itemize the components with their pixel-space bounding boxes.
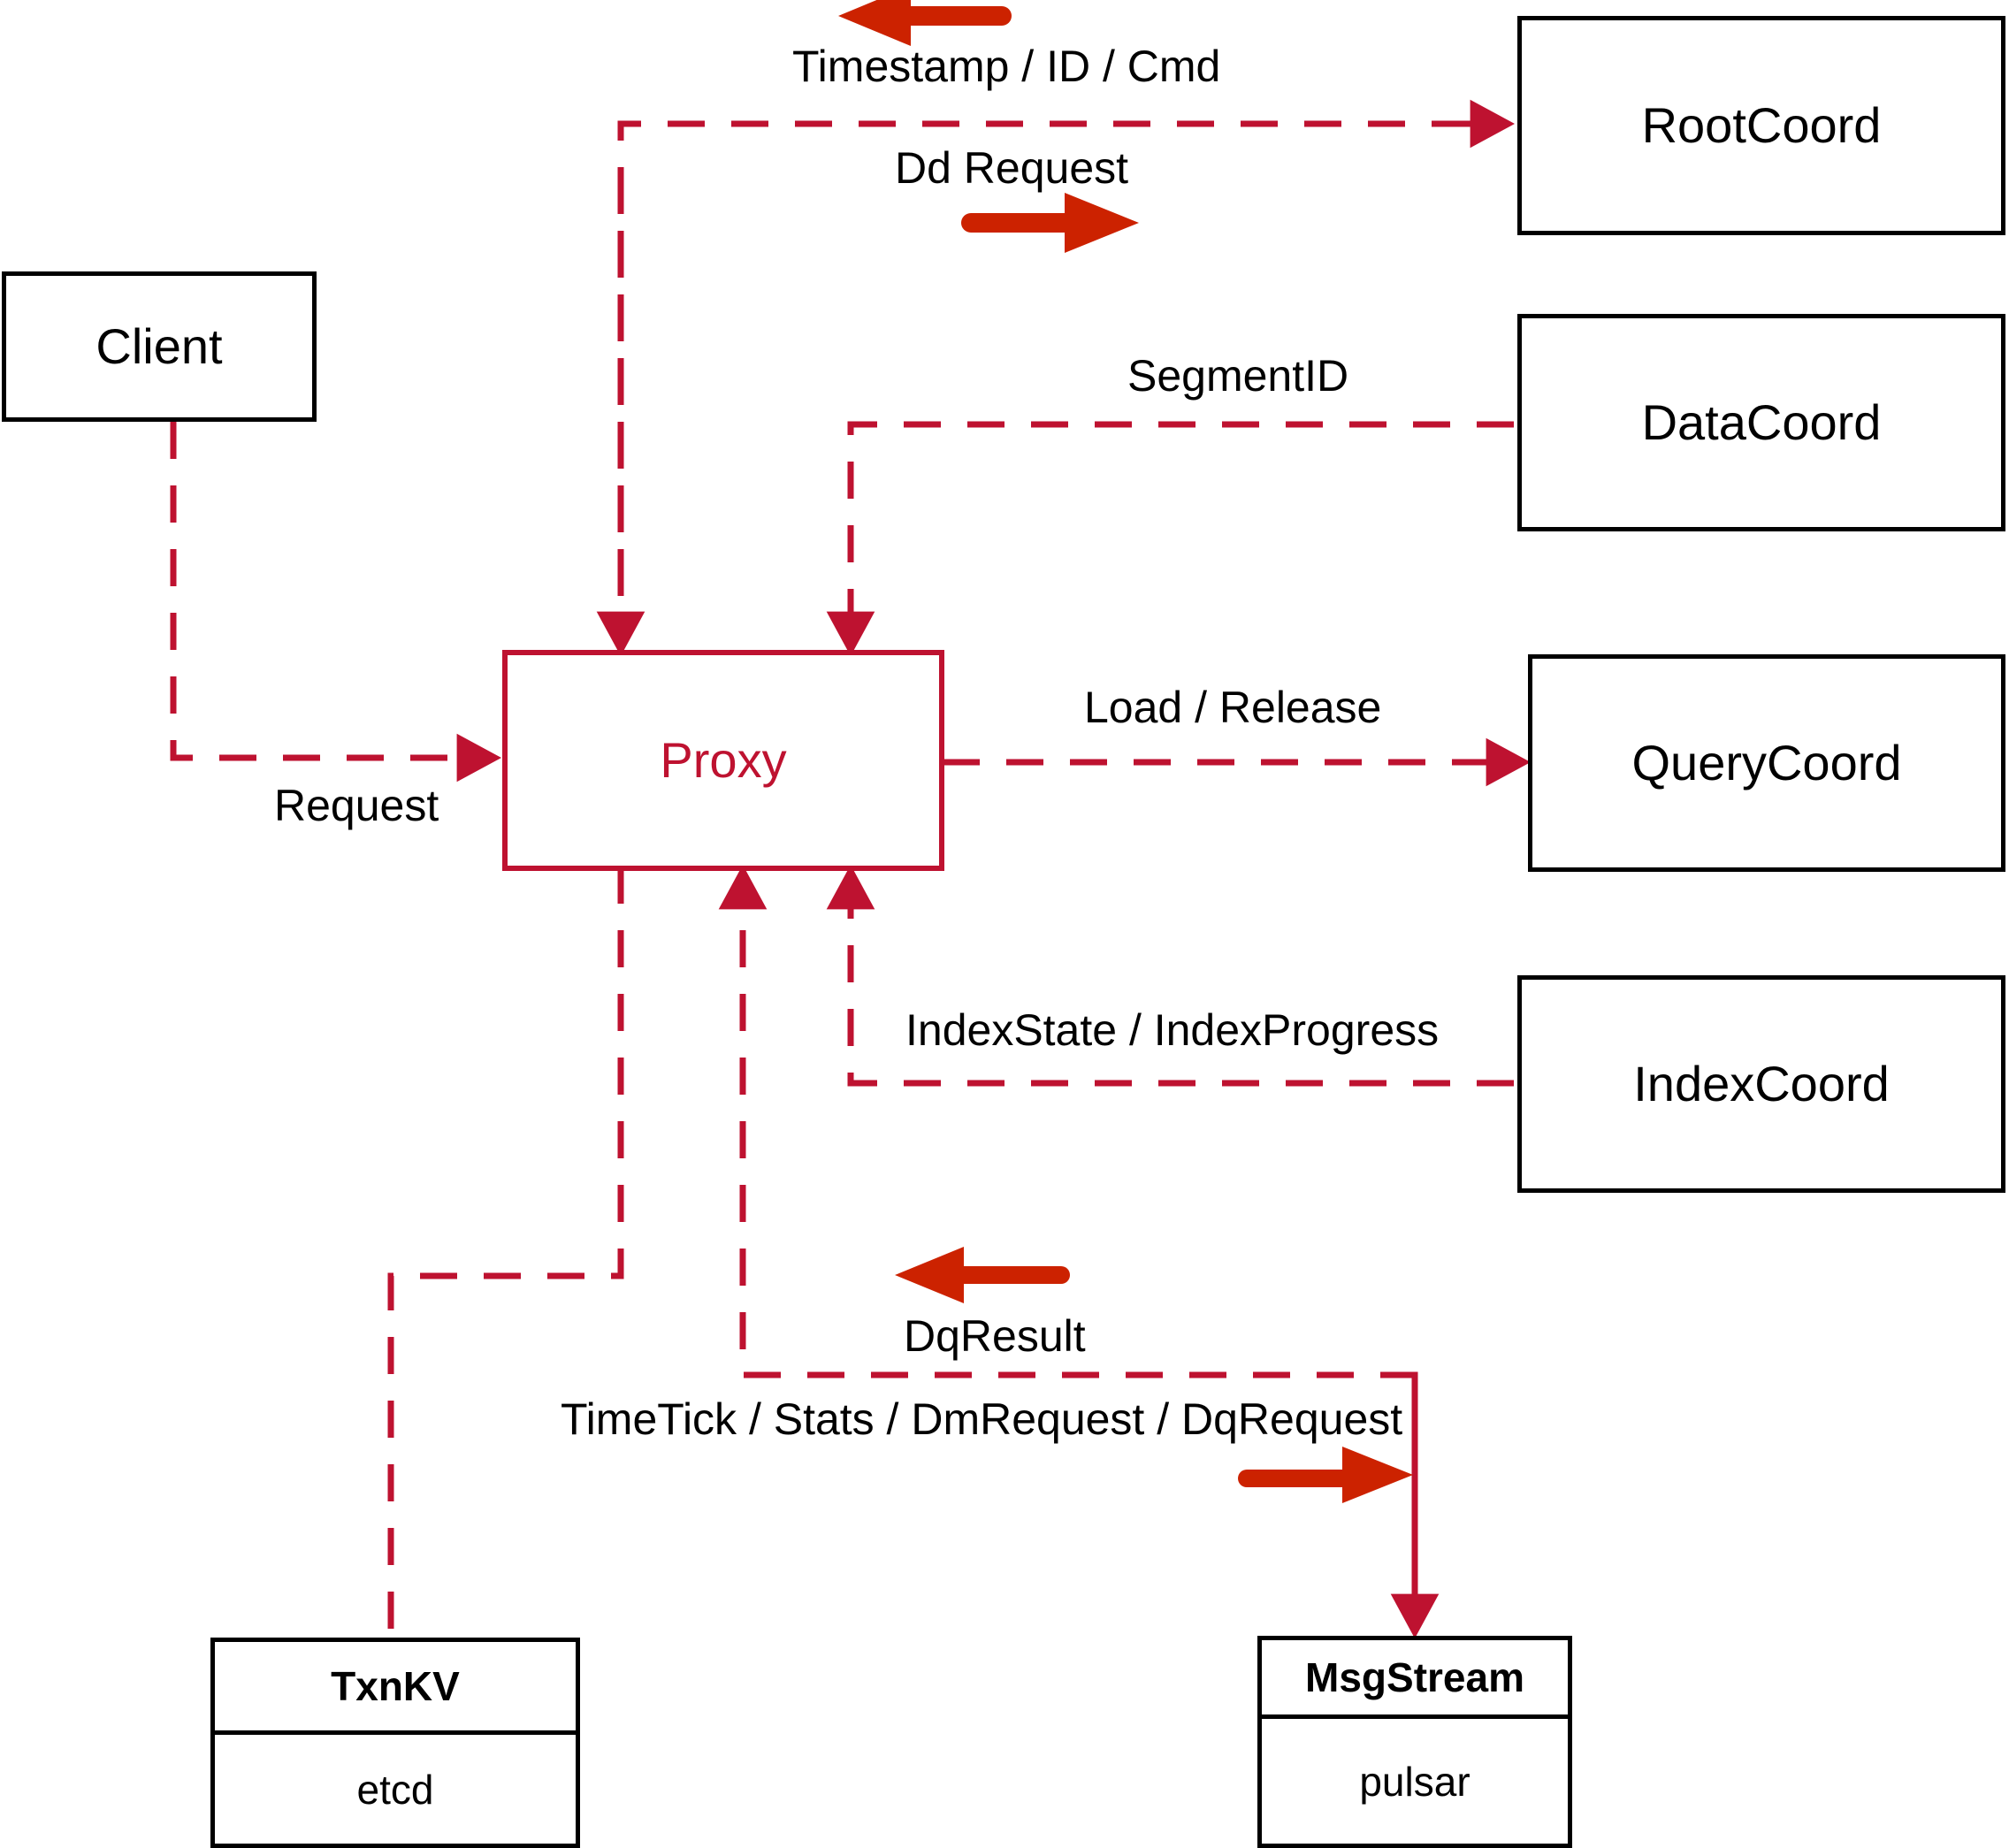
edge-label-dq-result: DqResult (904, 1311, 1086, 1361)
direction-arrow-timetick-right (1238, 1447, 1413, 1503)
edge-label-timetick-stats: TimeTick / Stats / DmRequest / DqRequest (561, 1394, 1403, 1444)
node-rootcoord[interactable]: RootCoord (1517, 16, 2005, 235)
node-proxy[interactable]: Proxy (502, 650, 944, 871)
node-datacoord-label: DataCoord (1641, 394, 1882, 450)
node-msgstream-body: pulsar (1262, 1719, 1568, 1844)
edge-proxy-msgstream (718, 864, 1440, 1639)
edge-label-dd-request: Dd Request (895, 143, 1129, 193)
edge-indexcoord-proxy (826, 864, 1514, 1087)
node-msgstream[interactable]: MsgStream pulsar (1257, 1636, 1572, 1848)
direction-arrow-timestamp-left (838, 0, 1012, 46)
edge-label-segment-id: SegmentID (1127, 351, 1349, 401)
node-indexcoord[interactable]: IndexCoord (1517, 975, 2005, 1193)
node-txnkv-impl: etcd (356, 1766, 434, 1813)
edge-label-load-release: Load / Release (1084, 683, 1382, 732)
node-txnkv[interactable]: TxnKV etcd (210, 1638, 580, 1848)
node-txnkv-body: etcd (215, 1735, 576, 1844)
node-txnkv-header: TxnKV (215, 1642, 576, 1735)
node-msgstream-title: MsgStream (1305, 1654, 1524, 1700)
node-querycoord-label: QueryCoord (1631, 735, 1902, 790)
edge-client-to-proxy (170, 422, 502, 783)
node-rootcoord-label: RootCoord (1641, 97, 1882, 153)
node-indexcoord-label: IndexCoord (1633, 1056, 1890, 1111)
edge-label-request: Request (274, 781, 439, 830)
node-datacoord[interactable]: DataCoord (1517, 314, 2005, 531)
node-msgstream-impl: pulsar (1359, 1758, 1470, 1805)
node-txnkv-title: TxnKV (331, 1663, 460, 1709)
node-proxy-label: Proxy (660, 732, 787, 788)
edge-label-timestamp-id-cmd: Timestamp / ID / Cmd (792, 42, 1221, 91)
direction-arrow-dqresult-left (895, 1247, 1070, 1303)
direction-arrow-dd-request-right (961, 193, 1139, 253)
node-client[interactable]: Client (2, 271, 317, 422)
edge-proxy-txnkv (387, 867, 624, 1638)
edge-datacoord-proxy (826, 421, 1514, 657)
edge-label-index-state-progress: IndexState / IndexProgress (905, 1005, 1440, 1055)
node-msgstream-header: MsgStream (1262, 1640, 1568, 1719)
node-querycoord[interactable]: QueryCoord (1528, 654, 2005, 872)
node-client-label: Client (95, 318, 223, 374)
edge-proxy-rootcoord (596, 99, 1516, 657)
